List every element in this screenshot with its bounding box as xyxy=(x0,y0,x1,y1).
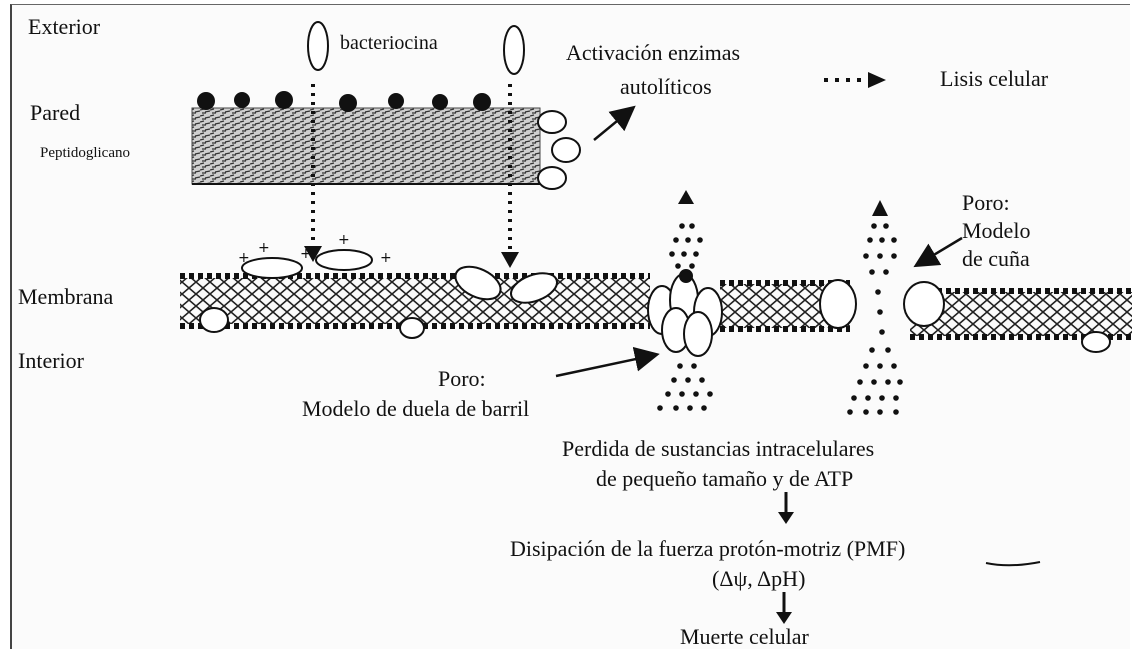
label-poro-cuna-modelo: Modelo xyxy=(962,218,1030,244)
label-lisis-celular: Lisis celular xyxy=(940,66,1048,92)
label-activacion-line2: autolíticos xyxy=(620,74,712,100)
label-interior: Interior xyxy=(18,348,84,374)
label-membrana: Membrana xyxy=(18,284,113,310)
label-perdida-line1: Perdida de sustancias intracelulares xyxy=(562,436,874,462)
label-pared: Pared xyxy=(30,100,80,126)
label-bacteriocina: bacteriocina xyxy=(340,32,438,55)
barrel-stave-pore xyxy=(648,270,722,356)
label-perdida-line2: de pequeño tamaño y de ATP xyxy=(596,466,853,492)
pmf-underline xyxy=(986,562,1040,565)
label-poro-barril-title: Poro: xyxy=(438,366,486,392)
svg-text:+: + xyxy=(238,250,250,266)
efflux-arrowheads xyxy=(678,190,888,216)
label-peptidoglicano: Peptidoglicano xyxy=(40,145,130,162)
pointer-arrows xyxy=(556,112,962,376)
label-exterior: Exterior xyxy=(28,14,100,40)
cell-wall xyxy=(192,91,580,189)
label-poro-cuna-title: Poro: xyxy=(962,190,1010,216)
autolytic-enzymes xyxy=(538,111,580,189)
svg-text:+: + xyxy=(338,232,350,248)
lysis-arrow xyxy=(824,72,886,88)
label-activacion-line1: Activación enzimas xyxy=(566,40,740,66)
label-delta: (Δψ, ΔpH) xyxy=(712,566,805,592)
svg-text:+: + xyxy=(258,240,270,256)
label-muerte-celular: Muerte celular xyxy=(680,624,809,650)
label-poro-barril-modelo: Modelo de duela de barril xyxy=(302,396,529,422)
svg-text:+: + xyxy=(380,250,392,266)
label-poro-cuna-tipo: de cuña xyxy=(962,246,1030,272)
label-disipacion: Disipación de la fuerza protón-motriz (P… xyxy=(510,536,905,562)
svg-text:+: + xyxy=(300,246,312,262)
